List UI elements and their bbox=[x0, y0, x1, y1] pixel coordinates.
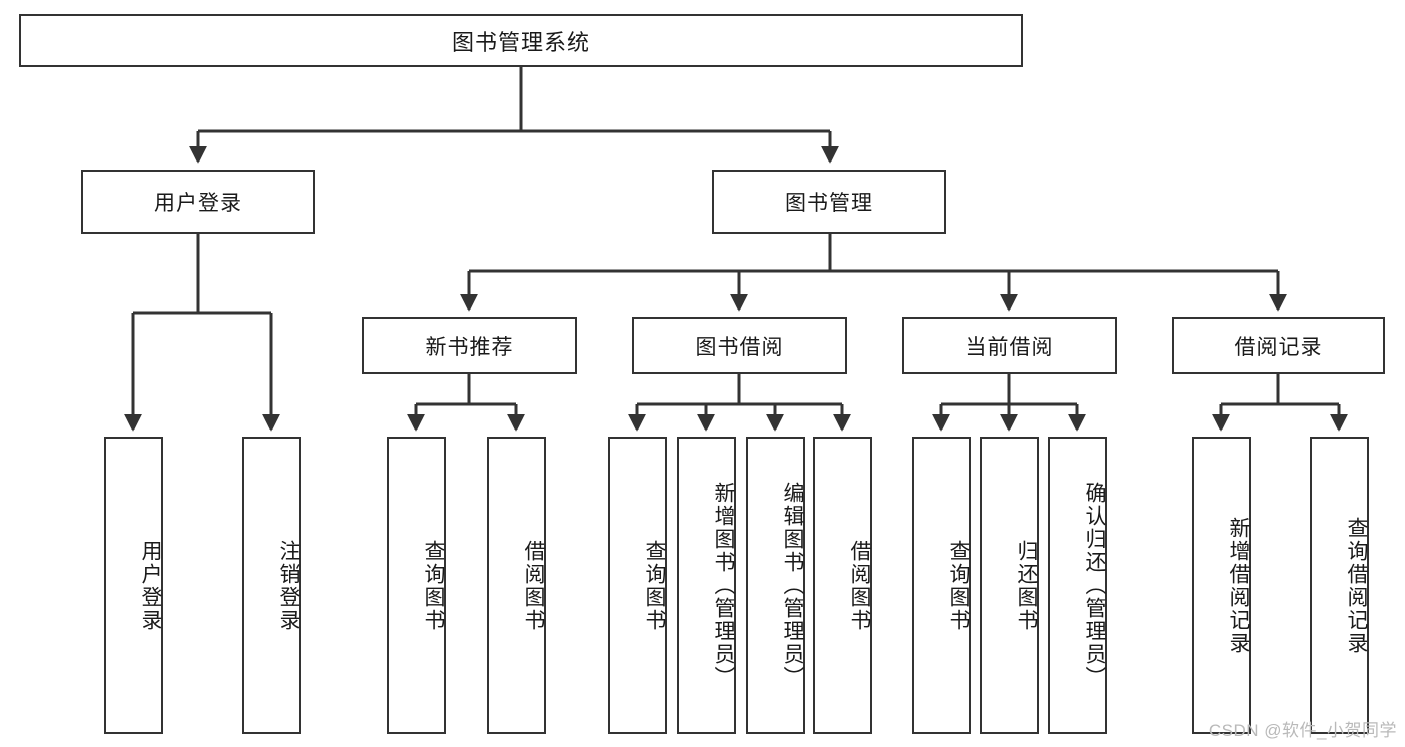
node-leaf-query-book-1-label: 查询图书 bbox=[422, 539, 445, 632]
node-leaf-query-book-1[interactable]: 查询图书 bbox=[387, 437, 446, 734]
node-user-login[interactable]: 用户登录 bbox=[81, 170, 315, 234]
node-leaf-add-borrow-record-label: 新增借阅记录 bbox=[1227, 516, 1250, 655]
watermark: CSDN @软件_小贺同学 bbox=[1208, 721, 1397, 740]
node-root[interactable]: 图书管理系统 bbox=[19, 14, 1023, 67]
node-leaf-add-book-admin-label: 新增图书（管理员） bbox=[712, 482, 735, 689]
node-leaf-borrow-book-1-label: 借阅图书 bbox=[522, 539, 545, 632]
node-leaf-edit-book-admin[interactable]: 编辑图书（管理员） bbox=[746, 437, 805, 734]
node-leaf-edit-book-admin-label: 编辑图书（管理员） bbox=[781, 482, 804, 689]
node-root-label: 图书管理系统 bbox=[451, 29, 590, 55]
node-book-manage[interactable]: 图书管理 bbox=[712, 170, 946, 234]
node-leaf-query-book-3[interactable]: 查询图书 bbox=[912, 437, 971, 734]
node-current-borrow-label: 当前借阅 bbox=[965, 335, 1054, 359]
node-leaf-query-book-3-label: 查询图书 bbox=[947, 539, 970, 632]
node-new-book-recommend-label: 新书推荐 bbox=[425, 335, 514, 359]
node-borrow-record[interactable]: 借阅记录 bbox=[1172, 317, 1385, 374]
node-leaf-borrow-book-2[interactable]: 借阅图书 bbox=[813, 437, 872, 734]
node-leaf-return-book-label: 归还图书 bbox=[1015, 539, 1038, 632]
node-leaf-return-book[interactable]: 归还图书 bbox=[980, 437, 1039, 734]
node-leaf-user-logout-label: 注销登录 bbox=[277, 539, 300, 632]
node-book-manage-label: 图书管理 bbox=[785, 192, 873, 215]
node-current-borrow[interactable]: 当前借阅 bbox=[902, 317, 1117, 374]
node-leaf-query-borrow-record-label: 查询借阅记录 bbox=[1345, 516, 1368, 655]
node-book-borrow-label: 图书借阅 bbox=[695, 335, 784, 359]
node-leaf-confirm-return-admin[interactable]: 确认归还（管理员） bbox=[1048, 437, 1107, 734]
node-leaf-user-login[interactable]: 用户登录 bbox=[104, 437, 163, 734]
node-book-borrow[interactable]: 图书借阅 bbox=[632, 317, 847, 374]
node-leaf-query-book-2-label: 查询图书 bbox=[643, 539, 666, 632]
node-borrow-record-label: 借阅记录 bbox=[1234, 335, 1323, 359]
node-leaf-user-login-label: 用户登录 bbox=[139, 539, 162, 632]
node-leaf-query-book-2[interactable]: 查询图书 bbox=[608, 437, 667, 734]
node-leaf-user-logout[interactable]: 注销登录 bbox=[242, 437, 301, 734]
node-leaf-confirm-return-admin-label: 确认归还（管理员） bbox=[1083, 482, 1106, 689]
node-leaf-add-borrow-record[interactable]: 新增借阅记录 bbox=[1192, 437, 1251, 734]
node-leaf-borrow-book-1[interactable]: 借阅图书 bbox=[487, 437, 546, 734]
node-leaf-query-borrow-record[interactable]: 查询借阅记录 bbox=[1310, 437, 1369, 734]
node-leaf-add-book-admin[interactable]: 新增图书（管理员） bbox=[677, 437, 736, 734]
node-new-book-recommend[interactable]: 新书推荐 bbox=[362, 317, 577, 374]
node-leaf-borrow-book-2-label: 借阅图书 bbox=[848, 539, 871, 632]
node-user-login-label: 用户登录 bbox=[154, 192, 242, 215]
